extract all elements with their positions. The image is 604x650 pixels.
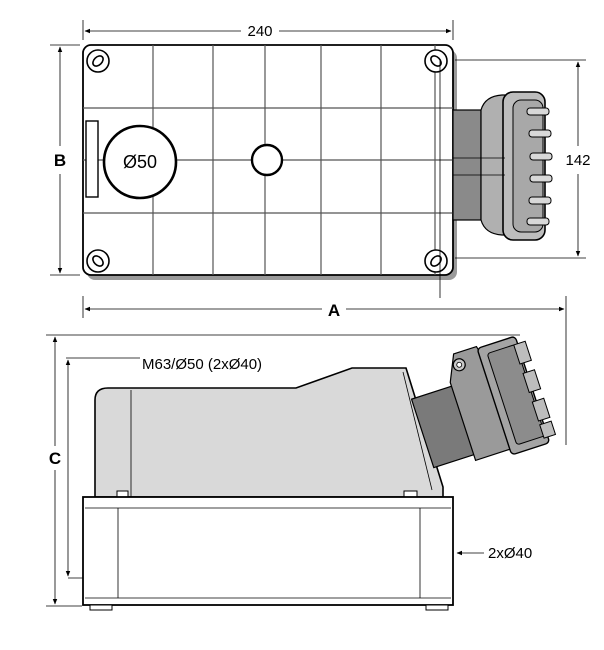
socket-top-view [452, 91, 553, 241]
side-slot [85, 120, 99, 198]
dimension-142: 142 [439, 59, 591, 298]
top-entry-label: M63/Ø50 (2xØ40) [142, 356, 262, 373]
dimension-a: A [82, 296, 567, 445]
cable-entry-circle [102, 124, 178, 200]
total-height-label: C [49, 449, 61, 468]
cable-entry-label: Ø50 [123, 152, 157, 172]
length-dimension-label: A [328, 301, 340, 320]
dimension-240: 240 [82, 20, 454, 40]
dimension-c: C [46, 334, 520, 607]
side-entry-dimension: 2xØ40 [456, 545, 532, 562]
dimension-b: B [50, 44, 80, 276]
center-hole [250, 143, 284, 177]
socket-side-view [410, 336, 557, 469]
mounting-holes [86, 49, 448, 273]
top-view: Ø50 [50, 20, 591, 298]
height-dimension-label: B [54, 151, 66, 170]
side-entry-label: 2xØ40 [488, 545, 532, 562]
side-view: A C M63/Ø50 (2xØ40) [46, 296, 567, 611]
width-dimension-label: 240 [247, 23, 272, 40]
side-base [82, 496, 454, 606]
depth-dimension-label: 142 [565, 152, 590, 169]
side-cover [94, 367, 444, 498]
